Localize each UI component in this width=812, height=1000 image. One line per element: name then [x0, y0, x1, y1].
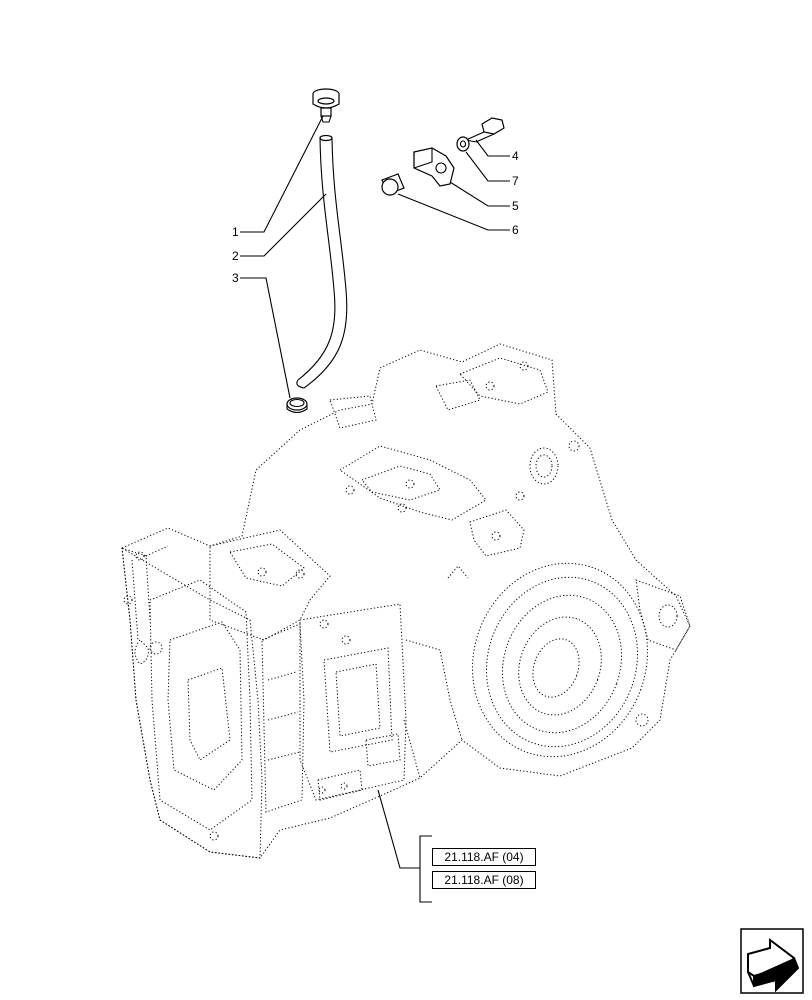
callout-4: 4	[512, 149, 519, 163]
screw	[465, 117, 505, 143]
breather-hose	[296, 134, 348, 389]
bracket	[413, 147, 455, 187]
spacer-bushing	[381, 173, 405, 196]
next-page-button[interactable]	[740, 928, 804, 994]
callout-5: 5	[512, 199, 519, 213]
next-page-arrow-icon	[740, 928, 804, 994]
callout-6: 6	[512, 223, 519, 237]
callout-1: 1	[232, 225, 239, 239]
breather-cap	[312, 88, 340, 123]
reference-link-08[interactable]: 21.118.AF (08)	[432, 871, 536, 889]
washer	[456, 136, 470, 152]
reference-link-04[interactable]: 21.118.AF (04)	[432, 848, 536, 866]
transmission-housing	[121, 343, 691, 859]
callout-7: 7	[512, 174, 519, 188]
callout-2: 2	[232, 249, 239, 263]
leader-lines	[240, 115, 510, 903]
hose-clamp-ring	[286, 397, 308, 414]
callout-3: 3	[232, 271, 239, 285]
